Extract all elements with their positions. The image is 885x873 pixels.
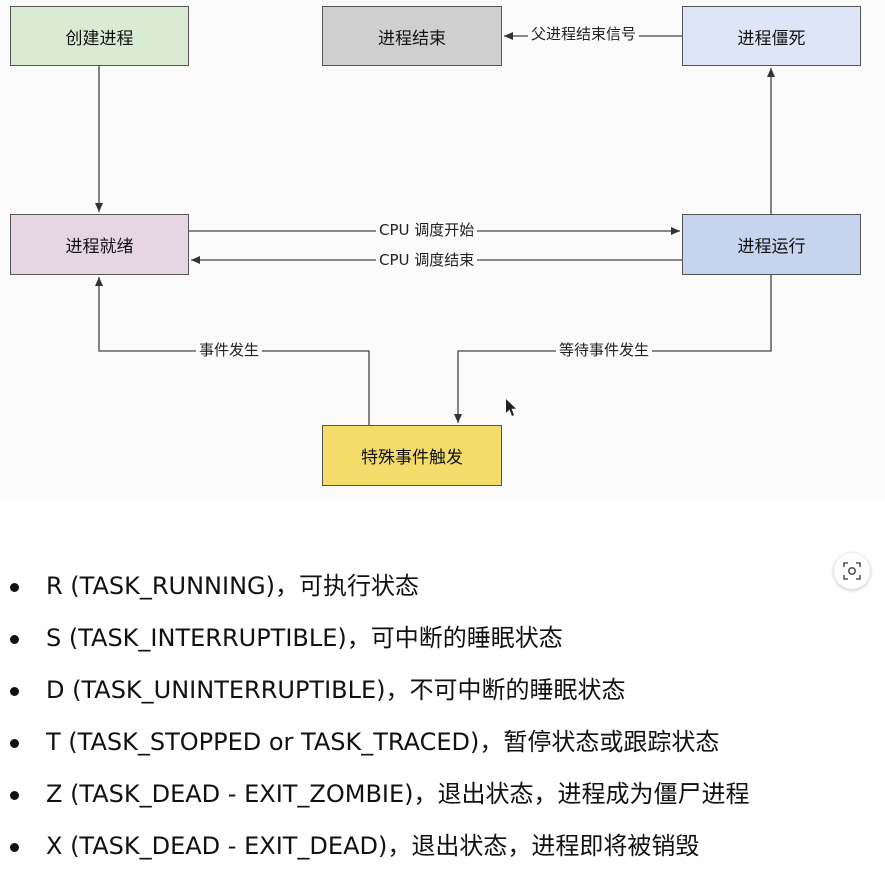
list-item-state-z: Z (TASK_DEAD - EXIT_ZOMBIE)，退出状态，进程成为僵尸进…: [4, 768, 874, 820]
node-process-zombie: 进程僵死: [682, 6, 861, 66]
list-item-state-t: T (TASK_STOPPED or TASK_TRACED)，暂停状态或跟踪状…: [4, 716, 874, 768]
node-special-event: 特殊事件触发: [322, 425, 502, 486]
edge-label-cpu-start: CPU 调度开始: [376, 221, 478, 239]
node-process-running: 进程运行: [682, 214, 861, 275]
bullet: [10, 583, 19, 592]
list-item-state-d: D (TASK_UNINTERRUPTIBLE)，不可中断的睡眠状态: [4, 664, 874, 716]
edge-label-cpu-end: CPU 调度结束: [376, 251, 478, 269]
edge-label-parent-signal: 父进程结束信号: [528, 25, 640, 43]
state-text: D (TASK_UNINTERRUPTIBLE)，不可中断的睡眠状态: [46, 676, 626, 704]
node-create-process: 创建进程: [10, 6, 189, 66]
process-state-list: R (TASK_RUNNING)，可执行状态 S (TASK_INTERRUPT…: [4, 560, 874, 872]
list-item-state-x: X (TASK_DEAD - EXIT_DEAD)，退出状态，进程即将被销毁: [4, 820, 874, 872]
process-state-diagram: 创建进程 进程结束 进程僵死 进程就绪 进程运行 特殊事件触发 父进程结束信号 …: [10, 6, 861, 486]
cursor-icon: [506, 399, 516, 416]
image-scan-button[interactable]: [834, 553, 870, 589]
list-item-state-s: S (TASK_INTERRUPTIBLE)，可中断的睡眠状态: [4, 612, 874, 664]
node-process-ready: 进程就绪: [10, 214, 189, 275]
state-text: Z (TASK_DEAD - EXIT_ZOMBIE)，退出状态，进程成为僵尸进…: [46, 780, 750, 808]
state-text: T (TASK_STOPPED or TASK_TRACED)，暂停状态或跟踪状…: [46, 728, 720, 756]
bullet: [10, 843, 19, 852]
list-item-state-r: R (TASK_RUNNING)，可执行状态: [4, 560, 874, 612]
node-process-end: 进程结束: [322, 6, 502, 66]
bullet: [10, 791, 19, 800]
scan-icon: [843, 562, 861, 580]
bullet: [10, 739, 19, 748]
state-text: S (TASK_INTERRUPTIBLE)，可中断的睡眠状态: [46, 624, 563, 652]
bullet: [10, 635, 19, 644]
state-text: R (TASK_RUNNING)，可执行状态: [46, 572, 419, 600]
bullet: [10, 687, 19, 696]
edge-label-wait-event: 等待事件发生: [556, 341, 653, 359]
edge-label-event-occur: 事件发生: [196, 341, 263, 359]
state-text: X (TASK_DEAD - EXIT_DEAD)，退出状态，进程即将被销毁: [46, 832, 700, 860]
